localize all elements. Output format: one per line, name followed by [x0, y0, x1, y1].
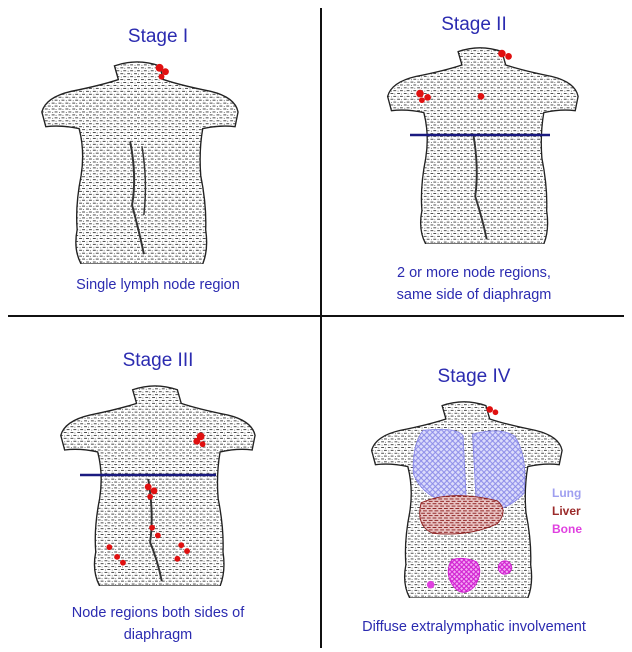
- stage-2-panel: Stage II 2 or more node regions, same si…: [316, 0, 632, 326]
- stage-2-caption: 2 or more node regions, same side of dia…: [316, 262, 632, 306]
- stage-4-panel: Stage IV Lung Liver Bone Diffuse extraly…: [316, 326, 632, 652]
- stage-3-panel: Stage III Node regions both sides of dia…: [0, 326, 316, 652]
- stage-2-caption-line-2: same side of diaphragm: [316, 284, 632, 306]
- legend-bone: Bone: [552, 522, 582, 536]
- stage-4-title: Stage IV: [316, 366, 632, 388]
- bone-region-right: [498, 561, 511, 574]
- stage-2-title: Stage II: [316, 14, 632, 36]
- stage-3-title: Stage III: [0, 350, 316, 372]
- stage-4-caption: Diffuse extralymphatic involvement: [316, 616, 632, 638]
- stage-1-title: Stage I: [0, 26, 316, 48]
- stage-1-torso-illustration: [22, 58, 252, 264]
- stage-1-caption: Single lymph node region: [0, 274, 316, 296]
- stage-3-caption-line-2: diaphragm: [0, 624, 316, 646]
- stage-2-diaphragm-line: [410, 132, 550, 138]
- stage-3-caption: Node regions both sides of diaphragm: [0, 602, 316, 646]
- stage-3-caption-line-1: Node regions both sides of: [0, 602, 316, 624]
- bone-region-left: [427, 581, 435, 589]
- stage-3-diaphragm-line: [80, 472, 216, 478]
- legend-lung: Lung: [552, 486, 581, 500]
- stage-2-torso-illustration: [368, 44, 592, 244]
- legend-liver: Liver: [552, 504, 581, 518]
- stage-1-caption-line: Single lymph node region: [0, 274, 316, 296]
- stage-3-torso-illustration: [52, 382, 258, 586]
- stage-1-panel: Stage I Single lymph node region: [0, 0, 316, 326]
- stage-2-caption-line-1: 2 or more node regions,: [316, 262, 632, 284]
- stage-4-caption-line: Diffuse extralymphatic involvement: [316, 616, 632, 638]
- stage-4-torso-illustration: [364, 398, 564, 598]
